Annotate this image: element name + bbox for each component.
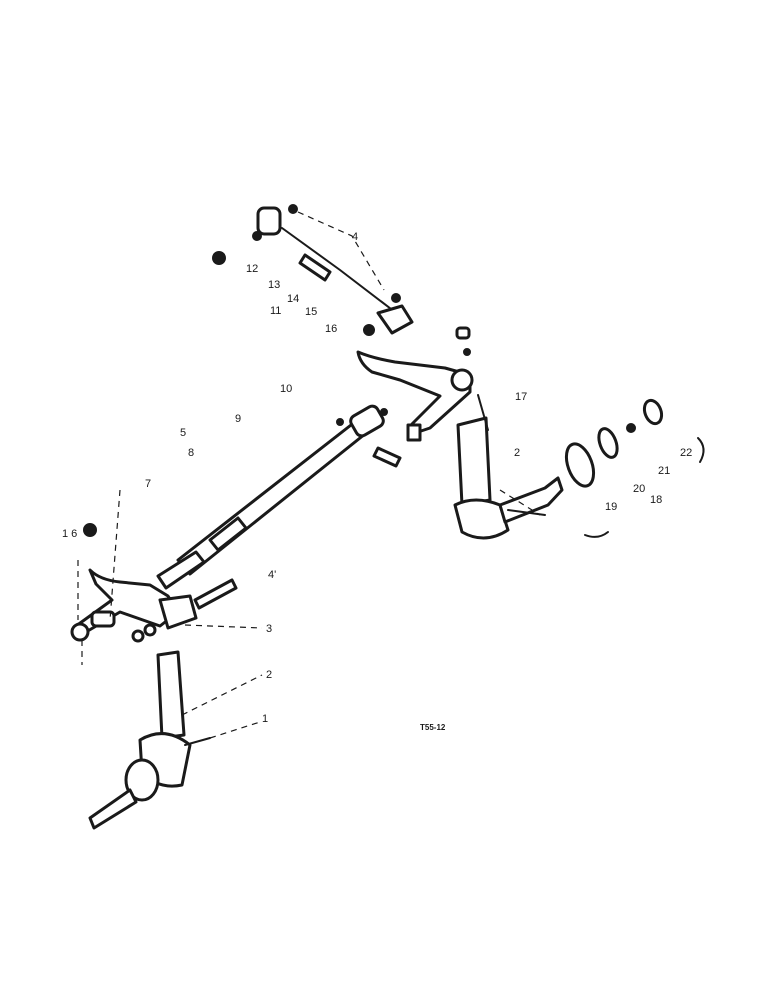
callout-18: 18 [650, 494, 662, 506]
tie-rod [156, 404, 402, 590]
callout-9: 9 [235, 413, 241, 425]
leader-lines [109, 489, 541, 739]
hub-parts [564, 398, 705, 538]
callout-2-bottom: 2 [266, 669, 272, 681]
callout-14: 14 [287, 293, 299, 305]
left-steering-knuckle [88, 650, 211, 830]
callout-7: 7 [145, 478, 151, 490]
callout-5: 5 [180, 427, 186, 439]
drag-link [212, 204, 414, 336]
callout-19: 19 [605, 501, 617, 513]
callout-4-prime: 4' [268, 569, 276, 581]
callout-16: 16 [325, 323, 337, 335]
callout-2-right: 2 [514, 447, 520, 459]
callout-3: 3 [266, 623, 272, 635]
figure-code: T55-12 [420, 723, 446, 732]
callout-15: 15 [305, 306, 317, 318]
steering-arm [356, 326, 474, 442]
callout-10: 10 [280, 383, 292, 395]
callout-8: 8 [188, 447, 194, 459]
right-steering-knuckle [453, 394, 564, 540]
callout-21: 21 [658, 465, 670, 477]
callout-20: 20 [633, 483, 645, 495]
callout-22: 22 [680, 447, 692, 459]
callout-11: 11 [270, 305, 281, 317]
callout-1: 1 [262, 713, 268, 725]
callout-6: 1 6 [62, 528, 77, 540]
callout-17: 17 [515, 391, 527, 403]
callout-4-top: 4 [352, 231, 358, 243]
callout-12: 12 [246, 263, 258, 275]
callout-13: 13 [268, 279, 280, 291]
callout-labels: 4 12 13 14 11 15 16 10 9 5 8 7 1 6 4' 3 … [62, 231, 692, 732]
left-steering-arm [70, 523, 238, 665]
